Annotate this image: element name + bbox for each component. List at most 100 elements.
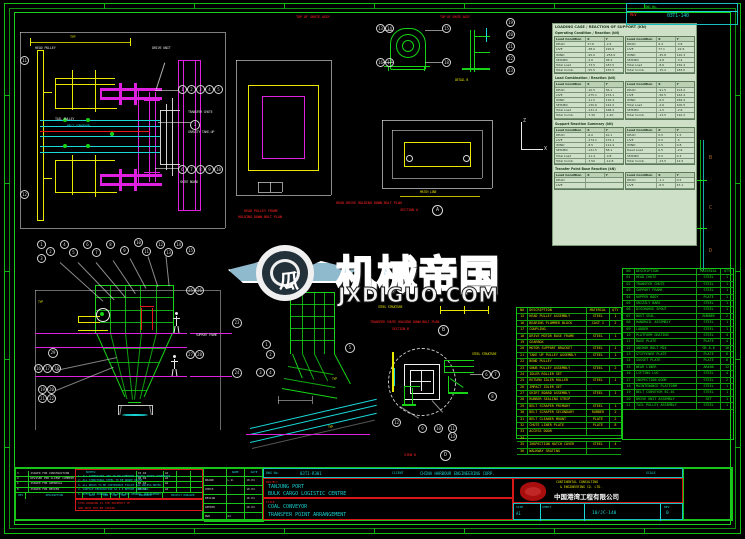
callout-balloon[interactable]: 8 — [196, 165, 205, 174]
callout-balloon[interactable]: 7 — [187, 165, 196, 174]
callout-balloon[interactable]: 16 — [34, 364, 43, 373]
callout-balloon[interactable]: 6 — [178, 165, 187, 174]
callout-balloon[interactable]: 5 — [214, 85, 223, 94]
callout-balloon[interactable]: 6 — [83, 240, 92, 249]
callout-balloon[interactable]: 7 — [491, 370, 500, 379]
bom-row[interactable]: 34 — [517, 435, 621, 443]
callout-balloon[interactable]: 23 — [506, 66, 515, 75]
callout-balloon[interactable]: 2 — [46, 247, 55, 256]
callout-balloon[interactable]: 6 — [482, 370, 491, 379]
callout-balloon[interactable]: 4 — [60, 240, 69, 249]
callout-balloon[interactable]: 21 — [506, 42, 515, 51]
callout-balloon[interactable]: 28 — [195, 350, 204, 359]
callout-balloon[interactable]: 25 — [186, 286, 195, 295]
callout-balloon[interactable]: 14 — [385, 24, 394, 33]
section-marker[interactable]: D — [440, 450, 451, 461]
callout-balloon[interactable]: 12 — [20, 190, 29, 199]
section-marker[interactable]: B — [438, 325, 449, 336]
callout-balloon[interactable]: 22 — [506, 54, 515, 63]
callout-balloon[interactable]: 1 — [37, 240, 46, 249]
callout-balloon[interactable]: 21 — [38, 394, 47, 403]
callout-balloon[interactable]: 1 — [178, 85, 187, 94]
callout-balloon[interactable]: 8 — [106, 240, 115, 249]
callout-balloon[interactable]: 10 — [434, 424, 443, 433]
callout-balloon[interactable]: 3 — [256, 368, 265, 377]
callout-balloon[interactable]: 2 — [266, 350, 275, 359]
top-right-code-block[interactable]: REV 03T1-140 DWG No. — [626, 3, 738, 25]
callout-balloon[interactable]: 10 — [214, 165, 223, 174]
callout-balloon[interactable]: 13 — [164, 248, 173, 257]
callout-balloon[interactable]: 9 — [120, 246, 129, 255]
callout-balloon[interactable]: 10 — [134, 238, 143, 247]
callout-balloon[interactable]: 15 — [442, 24, 451, 33]
callout-balloon[interactable]: 1 — [262, 340, 271, 349]
callout-balloon[interactable]: 20 — [47, 385, 56, 394]
callout-balloon[interactable]: 7 — [92, 248, 101, 257]
callout-balloon[interactable]: 15 — [186, 246, 195, 255]
callout-balloon[interactable]: 20 — [506, 30, 515, 39]
callout-balloon[interactable]: 17 — [43, 364, 52, 373]
callout-balloon[interactable]: 12 — [156, 240, 165, 249]
callout-balloon[interactable]: 13 — [448, 432, 457, 441]
callout-balloon[interactable]: 9 — [418, 424, 427, 433]
callout-balloon[interactable]: 24 — [232, 368, 242, 378]
callout-balloon[interactable]: 2 — [187, 85, 196, 94]
callout-balloon[interactable]: 3 — [196, 85, 205, 94]
callout-balloon[interactable]: 23 — [232, 318, 242, 328]
loading-data-table-block[interactable]: LOADING CASE / REACTION OF SUPPORT (KN) … — [552, 23, 697, 246]
callout-balloon[interactable]: 19 — [38, 385, 47, 394]
callout-balloon[interactable]: 5 — [345, 343, 355, 353]
callout-balloon[interactable]: 22 — [47, 394, 56, 403]
callout-balloon[interactable]: 8 — [488, 392, 497, 401]
